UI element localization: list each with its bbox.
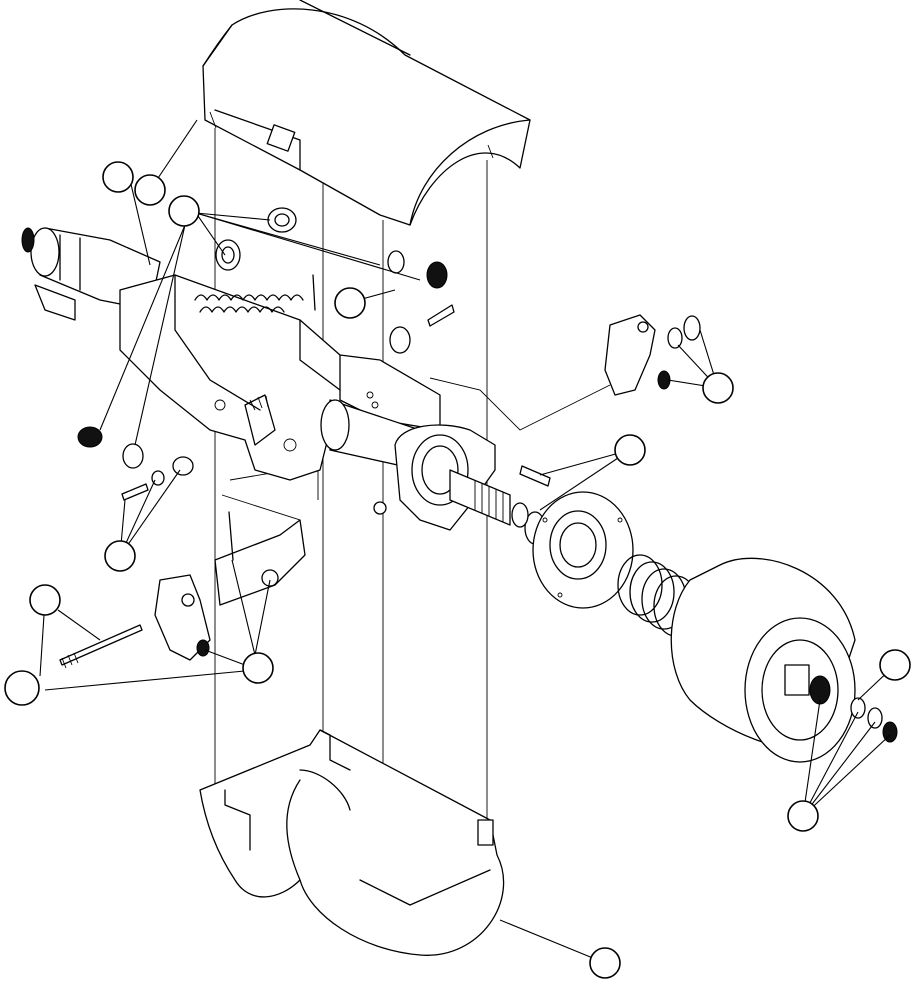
bottom-cover xyxy=(199,729,505,956)
fasteners xyxy=(77,207,898,743)
top-cover xyxy=(202,0,531,226)
callout-bubble xyxy=(334,287,366,319)
callout-bubble xyxy=(787,800,819,832)
callout-bubble xyxy=(168,195,200,227)
right-bracket-lever xyxy=(604,314,701,396)
callout-bubble xyxy=(104,540,136,572)
callout-bubble xyxy=(614,434,646,466)
callout-bubble xyxy=(134,174,166,206)
callout-bubble xyxy=(102,161,134,193)
callout-bubble xyxy=(242,652,274,684)
callout-bubble xyxy=(589,947,621,979)
pin-rod xyxy=(59,624,143,669)
left-bracket-lever xyxy=(154,519,306,661)
callout-bubble xyxy=(702,372,734,404)
callout-bubble xyxy=(4,670,40,706)
callout-bubble xyxy=(29,584,61,616)
flange-plate xyxy=(532,491,634,609)
drum-roller xyxy=(670,557,856,763)
leader-lines xyxy=(39,119,896,964)
spring xyxy=(194,294,304,313)
flange-hub xyxy=(394,424,496,531)
callout-bubble xyxy=(879,649,911,681)
callout-bubbles xyxy=(4,161,911,979)
